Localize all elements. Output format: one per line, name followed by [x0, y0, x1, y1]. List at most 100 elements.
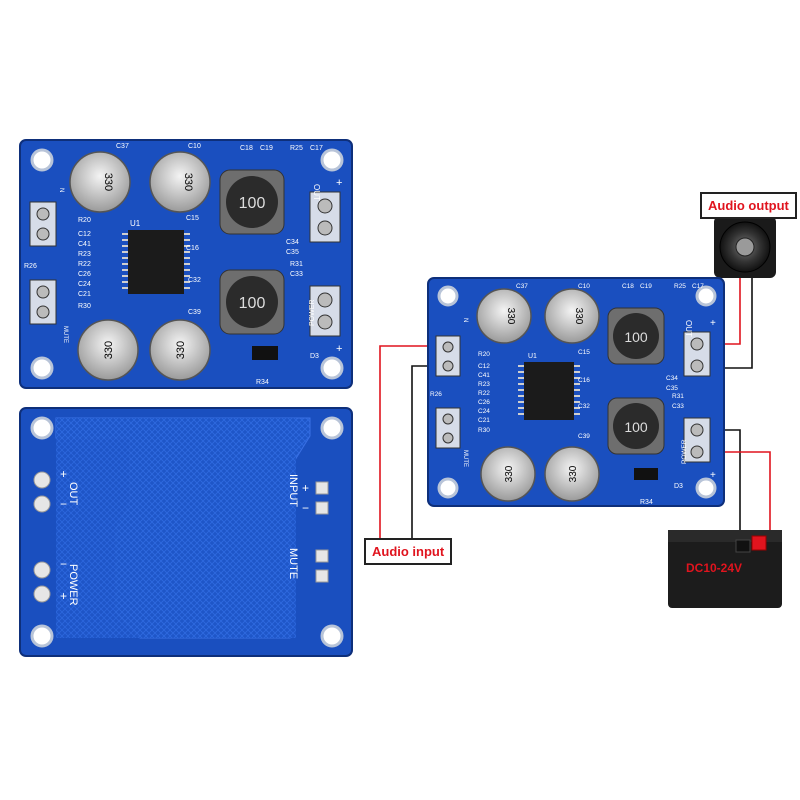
inductor: 100 [219, 169, 285, 235]
chip-label: U1 [528, 353, 537, 360]
silk-label: C37 [516, 283, 528, 290]
silk-label: C33 [672, 403, 684, 410]
audio-input-label: Audio input [372, 544, 445, 559]
silk-label: R34 [256, 379, 269, 386]
silk-label: R30 [78, 303, 91, 310]
mounting-holes [30, 416, 344, 648]
silk-label: C17 [692, 283, 704, 290]
output-connector [683, 331, 711, 377]
solder-pads [33, 471, 329, 603]
silk-label: C21 [78, 291, 91, 298]
pin-label-input: INPUT [287, 474, 299, 507]
cap-value-text: 330 [103, 341, 115, 359]
battery-positive-terminal [751, 535, 767, 551]
silk-label: R23 [78, 251, 91, 258]
inductor: 100 [607, 307, 665, 365]
diode [252, 346, 278, 360]
pin-polarity: + [60, 589, 67, 603]
silk-label: C26 [78, 271, 91, 278]
pin-polarity: + [336, 177, 342, 189]
cap-value-text: 330 [175, 341, 187, 359]
board-top-view: 330 330 C37 C10 330 330 100 100 [19, 139, 353, 389]
capacitor: 330 [149, 319, 211, 381]
silk-label: C32 [578, 403, 590, 410]
pin-label-power: POWER [681, 439, 688, 464]
pin-polarity: − [60, 497, 67, 511]
silk-label: C34 [666, 375, 678, 382]
silk-label: R20 [478, 351, 490, 358]
silk-label: C15 [186, 215, 199, 222]
audio-input-callout: Audio input [364, 538, 453, 565]
battery-voltage-label: DC10-24V [686, 561, 742, 575]
silk-label: C41 [478, 372, 490, 379]
capacitor: 330 [480, 446, 536, 502]
silk-label: C39 [188, 309, 201, 316]
silk-label: C26 [478, 399, 490, 406]
silk-label: C33 [290, 271, 303, 278]
silk-label: C12 [478, 363, 490, 370]
silk-label: C10 [188, 143, 201, 150]
cap-value-text: 330 [182, 173, 194, 191]
pin-polarity: − [60, 557, 67, 571]
cap-value-text: 330 [505, 308, 516, 325]
silk-label: C32 [188, 277, 201, 284]
capacitor: 330 [544, 288, 600, 344]
capacitor: 330 [69, 151, 131, 213]
silk-label: C24 [78, 281, 91, 288]
pin-label-out: OUT [684, 320, 693, 337]
silk-label: C16 [578, 377, 590, 384]
silk-label: R20 [78, 217, 91, 224]
pin-polarity: + [302, 481, 309, 495]
capacitor: 330 [476, 288, 532, 344]
capacitor: 330 [544, 446, 600, 502]
silk-label: D3 [674, 483, 683, 490]
diode [634, 468, 658, 480]
cap-value-text: 330 [568, 465, 579, 482]
silk-label: R22 [478, 390, 490, 397]
silk-label: R31 [290, 261, 303, 268]
silk-label: C39 [578, 433, 590, 440]
pin-label-out: OUT [67, 482, 79, 506]
mounting-holes [437, 285, 717, 499]
capacitor: 330 [77, 319, 139, 381]
mute-connector [29, 279, 57, 325]
pin-label-out: OUT [312, 184, 321, 201]
pin-label-in: N [462, 318, 468, 322]
inductor: 100 [219, 269, 285, 335]
silk-label: C35 [286, 249, 299, 256]
pin-label-mute: MUTE [62, 326, 68, 343]
cap-value-text: 330 [504, 465, 515, 482]
silk-label: R30 [478, 427, 490, 434]
inductor-value-text: 100 [239, 195, 266, 212]
silk-label: C17 [310, 145, 323, 152]
pin-polarity: + [710, 470, 716, 481]
pin-polarity: + [336, 343, 342, 355]
battery-negative-terminal [735, 539, 751, 553]
audio-output-callout: Audio output [700, 192, 797, 219]
pin-polarity: − [302, 501, 309, 515]
audio-output-label: Audio output [708, 198, 789, 213]
silk-label: C10 [578, 283, 590, 290]
inductor-value-text: 100 [624, 419, 648, 435]
cap-value-text: 330 [573, 308, 584, 325]
pin-label-mute: MUTE [462, 450, 468, 467]
silk-label: R22 [78, 261, 91, 268]
silk-label: R23 [478, 381, 490, 388]
silk-label: C21 [478, 417, 490, 424]
silk-label: D3 [310, 353, 319, 360]
inductor: 100 [607, 397, 665, 455]
power-connector [683, 417, 711, 463]
silk-label: R26 [430, 391, 442, 398]
silk-label: R31 [672, 393, 684, 400]
chip-label: U1 [130, 219, 141, 228]
pin-label-mute: MUTE [287, 548, 299, 579]
input-connector [29, 201, 57, 247]
cap-value-text: 330 [102, 173, 114, 191]
input-connector [435, 335, 461, 377]
silk-label: R25 [674, 283, 686, 290]
silk-label: C19 [260, 145, 273, 152]
pin-label-power: POWER [67, 564, 79, 606]
speaker [714, 216, 776, 278]
silk-label: C34 [286, 239, 299, 246]
silk-label: R26 [24, 263, 37, 270]
